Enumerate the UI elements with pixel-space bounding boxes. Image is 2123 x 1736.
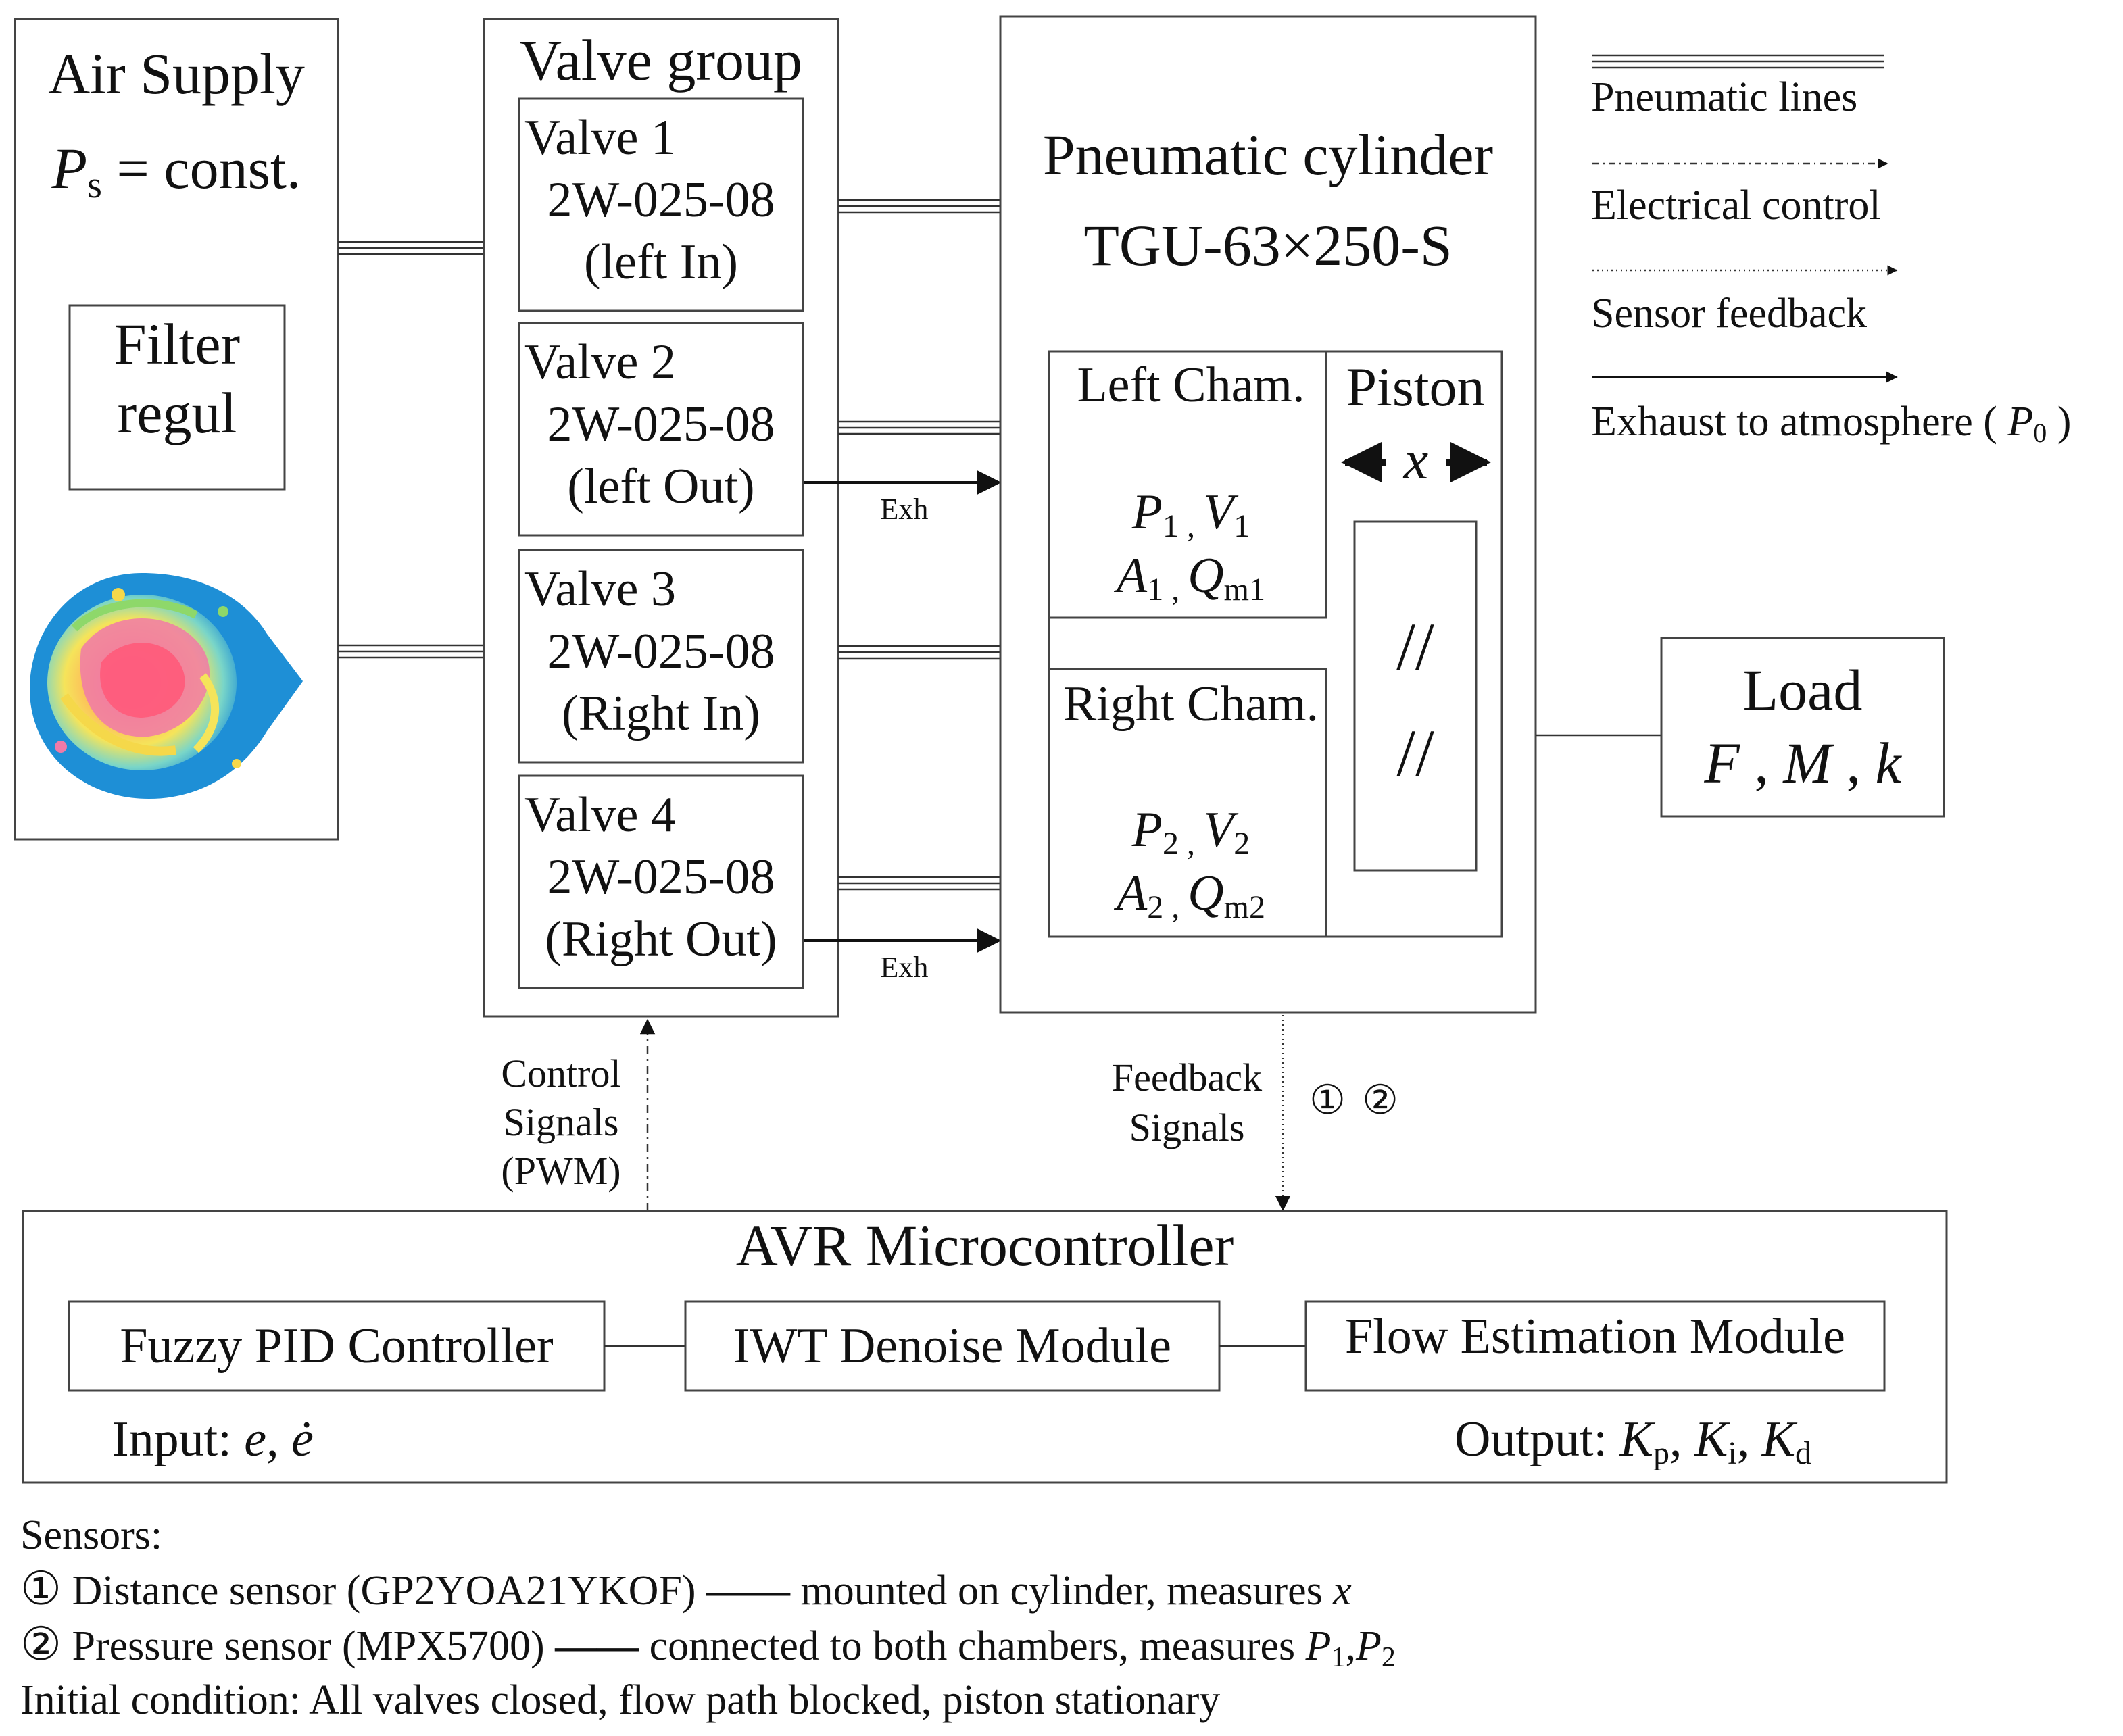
legend: Pneumatic lines Electrical control Senso… — [1591, 54, 2071, 448]
supply-pneumatic-lines — [338, 241, 484, 659]
valve-group-title: Valve group — [520, 28, 802, 93]
valve-1-model: 2W-025-08 — [547, 172, 775, 228]
cylinder-title: Pneumatic cylinder — [1043, 122, 1493, 187]
notes-title: Sensors: — [20, 1512, 162, 1558]
initial-condition-note: Initial condition: All valves closed, fl… — [20, 1677, 1220, 1723]
right-chamber: Right Cham. P2 , V2 A2 , Qm2 — [1048, 668, 1327, 938]
legend-pneumatic-label: Pneumatic lines — [1591, 74, 1857, 120]
legend-sensor-label: Sensor feedback — [1591, 291, 1867, 337]
right-chamber-pv: P2 , V2 — [1131, 802, 1250, 862]
mcu-output: Output: Kp, Ki, Kd — [1455, 1412, 1811, 1471]
valve-3-role: (Right In) — [562, 686, 760, 741]
valve-4-model: 2W-025-08 — [547, 849, 775, 905]
exhaust-label-right: Exh — [881, 951, 929, 984]
mcu-input: Input: e, ė — [112, 1412, 314, 1467]
valve-1-role: (left In) — [584, 234, 738, 290]
cylinder-block: Pneumatic cylinder TGU-63×250-S Left Cha… — [999, 15, 1537, 1014]
regulator-label: regul — [118, 380, 237, 445]
valve-4-role: (Right Out) — [545, 912, 777, 967]
left-chamber-aq: A1 , Qm1 — [1113, 548, 1265, 607]
exhaust-arrows: Exh Exh — [804, 470, 1002, 984]
valve-group-block: Valve group Valve 1 2W-025-08 (left In) … — [483, 18, 839, 1018]
left-chamber-pv: P1 , V1 — [1131, 485, 1250, 544]
right-chamber-aq: A2 , Qm2 — [1113, 866, 1265, 925]
feedback-signal-line2: Signals — [1129, 1106, 1245, 1149]
mcu-title: AVR Microcontroller — [736, 1213, 1234, 1278]
break-mark-top: // — [1396, 609, 1434, 684]
valve-3: Valve 3 2W-025-08 (Right In) — [518, 549, 804, 764]
right-chamber-label: Right Cham. — [1063, 676, 1319, 732]
iwt-denoise-box — [684, 1300, 1221, 1392]
control-signal-line1: Control — [501, 1051, 620, 1095]
valve-2-name: Valve 2 — [524, 334, 676, 390]
feedback-mark-2: ② — [1362, 1078, 1398, 1122]
break-mark-bottom: // — [1396, 716, 1434, 791]
load-vars: F , M , k — [1703, 730, 1902, 795]
legend-exhaust: Exhaust to atmosphere ( P0 ) — [1591, 371, 2071, 448]
left-chamber-label: Left Cham. — [1077, 357, 1304, 413]
legend-sensor: Sensor feedback — [1591, 265, 1898, 337]
valve-3-name: Valve 3 — [524, 562, 676, 617]
cylinder-model: TGU-63×250-S — [1083, 213, 1452, 278]
feedback-mark-1: ① — [1309, 1078, 1346, 1122]
valve-1: Valve 1 2W-025-08 (left In) — [518, 97, 804, 312]
feedback-signal-path: Feedback Signals ① ② — [1112, 1015, 1398, 1212]
feedback-signal-line1: Feedback — [1112, 1056, 1262, 1099]
sensor-2-note: ② Pressure sensor (MPX5700) —— connected… — [20, 1618, 1396, 1673]
legend-pneumatic: Pneumatic lines — [1591, 54, 1884, 120]
valve-2: Valve 2 2W-025-08 (left Out) — [518, 322, 804, 537]
supply-pressure-formula: Ps = const. — [51, 136, 301, 206]
valve-3-model: 2W-025-08 — [547, 624, 775, 679]
piston-label: Piston — [1346, 356, 1484, 418]
sensor-notes: Sensors: ① Distance sensor (GP2YOA21YKOF… — [20, 1512, 1396, 1723]
control-signal-line3: (PWM) — [501, 1149, 620, 1193]
air-supply-block: Air Supply Ps = const. Filter regul — [14, 18, 339, 841]
valve-2-model: 2W-025-08 — [547, 397, 775, 452]
mcu-block: AVR Microcontroller Fuzzy PID Controller… — [22, 1210, 1948, 1484]
legend-electrical-label: Electrical control — [1591, 182, 1881, 228]
air-supply-title: Air Supply — [48, 41, 305, 106]
colorful-blob-icon — [30, 573, 303, 799]
valve-4: Valve 4 2W-025-08 (Right Out) — [518, 774, 804, 989]
piston-rod-box — [1353, 520, 1478, 872]
filter-label: Filter — [114, 312, 240, 376]
piston: Piston x // // — [1341, 356, 1491, 872]
piston-position-var: x — [1403, 429, 1428, 491]
valve-4-name: Valve 4 — [524, 787, 676, 843]
filter-regulator-box — [68, 304, 286, 491]
left-chamber: Left Cham. P1 , V1 A1 , Qm1 — [1048, 350, 1327, 619]
load-block: Load F , M , k — [1660, 637, 1945, 818]
load-box — [1660, 637, 1945, 818]
flow-estimation-label: Flow Estimation Module — [1345, 1309, 1845, 1364]
flow-estimation-box — [1304, 1300, 1886, 1392]
control-signal-line2: Signals — [504, 1100, 619, 1144]
legend-electrical: Electrical control — [1591, 158, 1888, 228]
exhaust-label-left: Exh — [881, 493, 929, 526]
load-title: Load — [1743, 658, 1863, 722]
iwt-denoise-label: IWT Denoise Module — [733, 1318, 1171, 1374]
sensor-1-note: ① Distance sensor (GP2YOA21YKOF) —— moun… — [20, 1563, 1352, 1614]
valve-1-name: Valve 1 — [524, 110, 676, 166]
legend-exhaust-label: Exhaust to atmosphere ( P0 ) — [1591, 399, 2071, 448]
valve-2-role: (left Out) — [567, 459, 754, 514]
fuzzy-pid-label: Fuzzy PID Controller — [120, 1318, 553, 1374]
valve-pneumatic-lines — [838, 199, 1000, 891]
control-signal-path: Control Signals (PWM) — [501, 1018, 656, 1211]
